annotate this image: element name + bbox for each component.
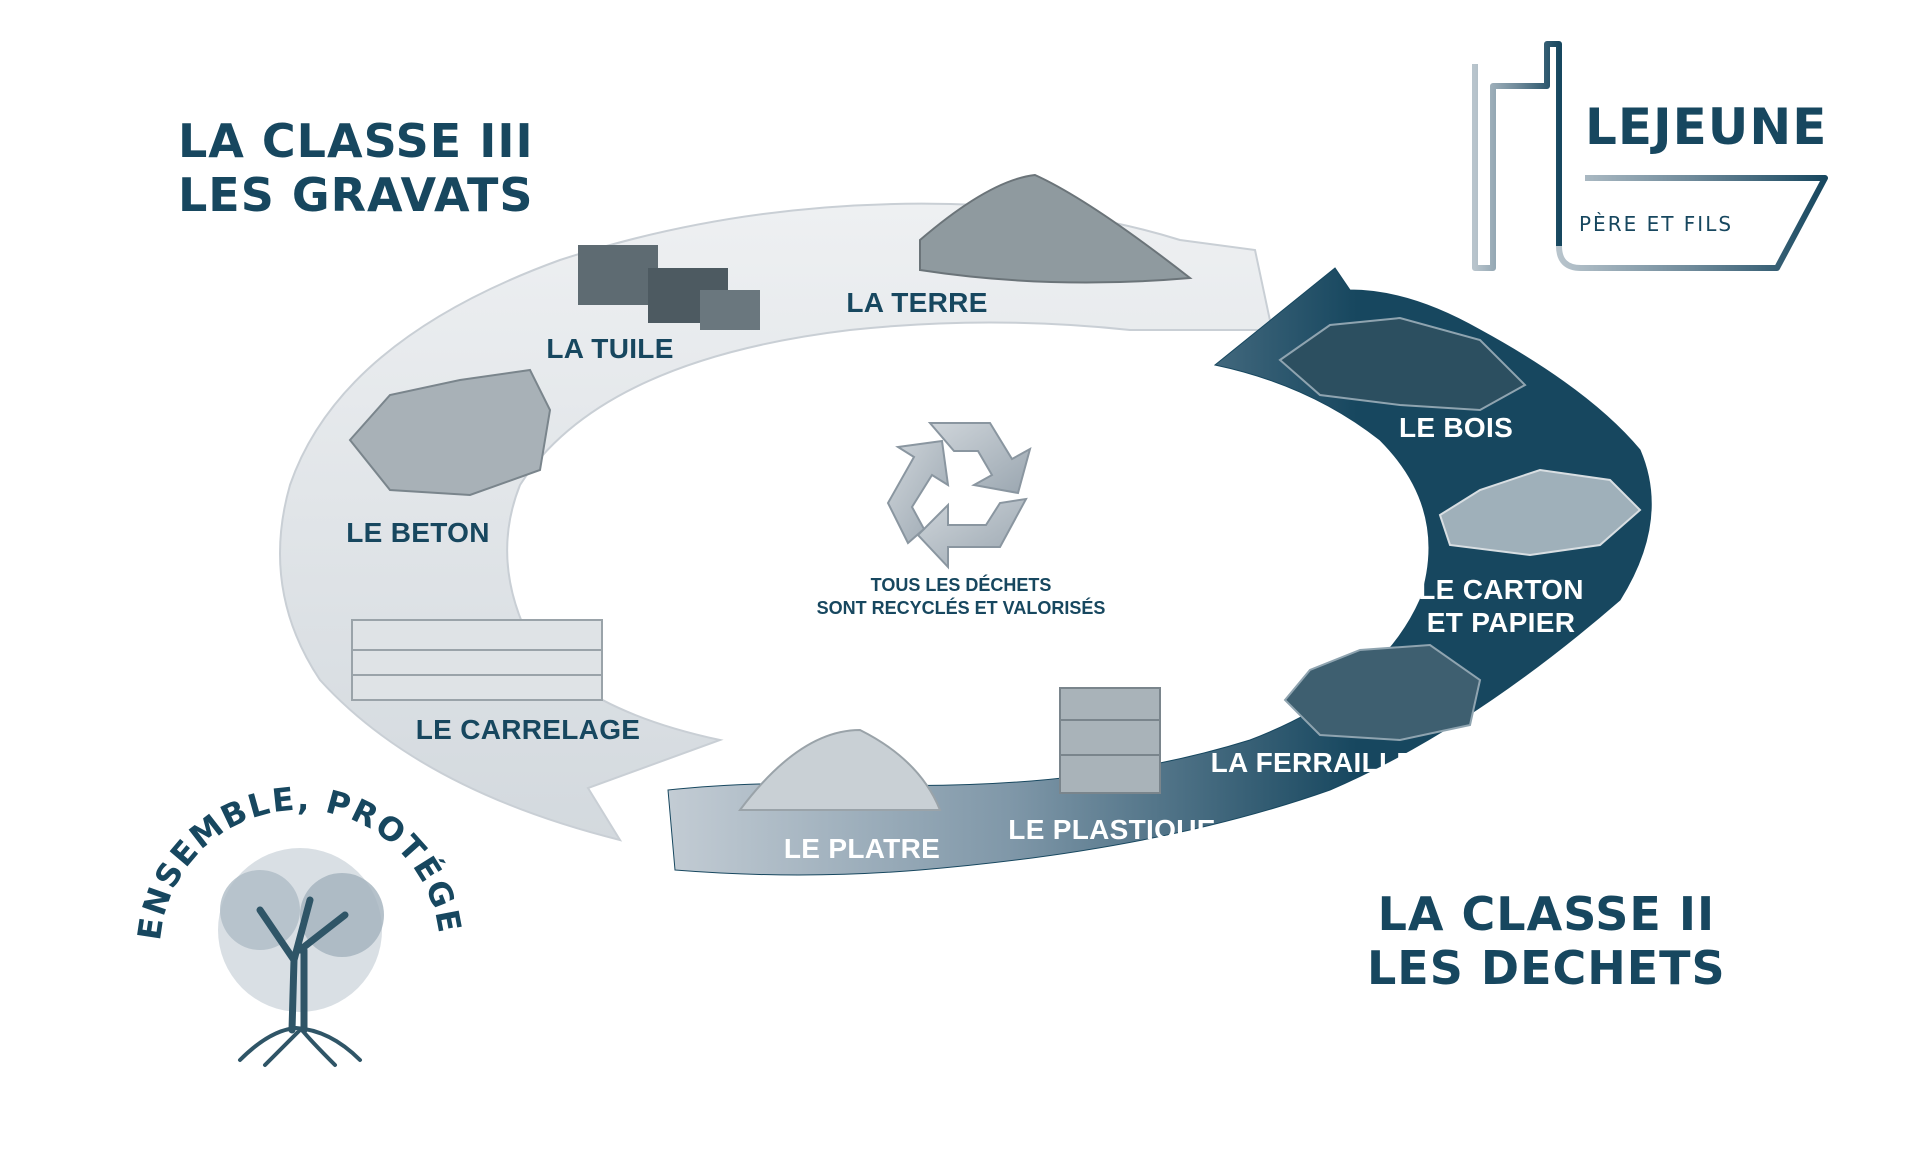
class2-heading-line1: LA CLASSE II <box>1377 887 1716 941</box>
item-label-beton: LE BETON <box>346 517 490 548</box>
logo-mark-icon <box>1472 41 1828 271</box>
wood-scraps-image <box>1278 316 1527 412</box>
center-caption-line2: SONT RECYCLÉS ET VALORISÉS <box>816 598 1106 618</box>
logo-name: LEJEUNE <box>1585 98 1828 156</box>
item-label-plastique: LE PLASTIQUE <box>1008 814 1216 845</box>
nature-seal: ENSEMBLE, PROTÉGEONS LA NATURE <box>120 770 467 1067</box>
item-label-tuile: LA TUILE <box>546 333 674 364</box>
scrap-metal-image <box>1283 643 1482 742</box>
class3-heading-line2: LES GRAVATS <box>178 168 534 222</box>
item-label-carton-line1: LE CARTON <box>1418 574 1584 605</box>
tree-icon <box>218 848 384 1067</box>
recycle-icon <box>886 422 1032 570</box>
soil-pile-image <box>919 173 1193 284</box>
item-label-carrelage: LE CARRELAGE <box>415 714 641 745</box>
item-label-carton: LE CARTON ET PAPIER <box>1418 573 1584 639</box>
tiles-pallet-image <box>351 619 603 701</box>
cardboard-image <box>1438 468 1642 557</box>
tiles-stack-image <box>578 245 760 330</box>
item-label-terre: LA TERRE <box>846 287 988 318</box>
logo-subtitle: PÈRE ET FILS <box>1579 212 1734 236</box>
item-label-bois: LE BOIS <box>1398 412 1514 443</box>
class2-heading-line2: LES DECHETS <box>1367 941 1726 995</box>
item-label-ferraille: LA FERRAILLE <box>1210 747 1416 778</box>
class3-heading: LA CLASSE III LES GRAVATS <box>178 114 534 222</box>
item-label-carton-line2: ET PAPIER <box>1426 607 1576 638</box>
company-logo: LEJEUNE PÈRE ET FILS <box>1465 36 1835 286</box>
class2-heading: LA CLASSE II LES DECHETS <box>1367 887 1726 995</box>
plaster-pile-image <box>737 728 942 811</box>
concrete-rubble-image <box>348 368 552 497</box>
center-caption-line1: TOUS LES DÉCHETS <box>870 575 1052 595</box>
center-caption: TOUS LES DÉCHETS SONT RECYCLÉS ET VALORI… <box>817 574 1106 620</box>
plastic-bale-image <box>1059 687 1161 794</box>
item-label-platre: LE PLATRE <box>783 833 941 864</box>
class3-heading-line1: LA CLASSE III <box>178 114 534 168</box>
